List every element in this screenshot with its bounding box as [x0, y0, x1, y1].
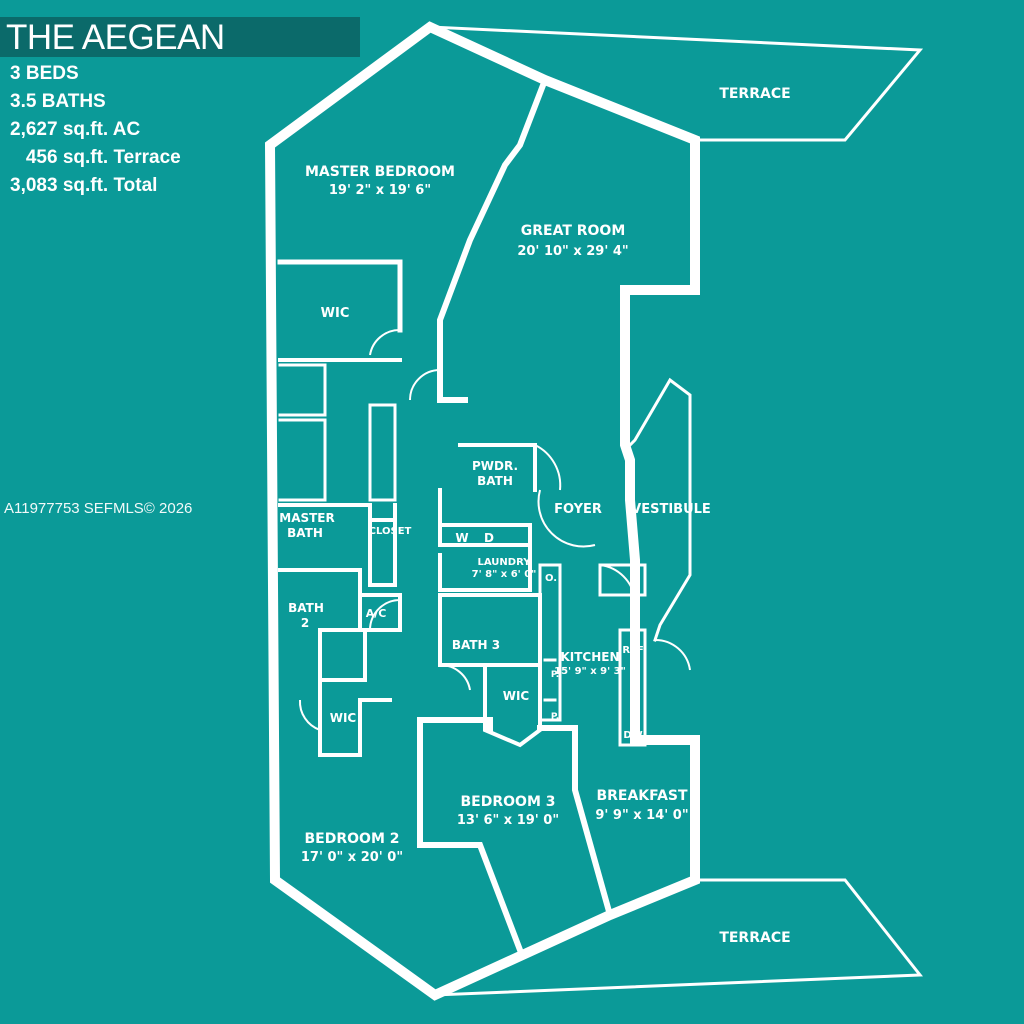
terrace-top-label: TERRACE [719, 86, 790, 102]
page-title: THE AEGEAN [6, 18, 225, 57]
great-room-label: GREAT ROOM [521, 223, 626, 239]
vestibule-label: VESTIBULE [631, 502, 711, 517]
bedroom3-label: BEDROOM 3 [461, 794, 556, 810]
laundry-walls [438, 543, 532, 592]
master-bedroom-label: MASTER BEDROOM [305, 164, 455, 180]
wic-bed3-label: WIC [503, 689, 530, 703]
bedroom3-walls [417, 717, 614, 954]
kitchen-label: KITCHEN [560, 650, 619, 664]
ac-label: A/C [366, 607, 387, 620]
wic-bed2-label: WIC [330, 711, 357, 725]
dw-label: DW [623, 730, 642, 741]
closet-label: CLOSET [369, 526, 412, 537]
master-bed-wall [277, 259, 403, 333]
ac-area: 2,627 sq.ft. AC [10, 119, 141, 140]
closet-walls [278, 503, 397, 587]
pwdr-bath-label-2: BATH [477, 474, 513, 488]
breakfast-dimensions: 9' 9" x 14' 0" [595, 808, 688, 823]
great-room-dimensions: 20' 10" x 29' 4" [517, 244, 628, 259]
foyer-cabinet [598, 563, 647, 597]
laundry-dimensions: 7' 8" x 6' 0" [472, 569, 537, 580]
outer-wall [264, 21, 700, 1001]
bath3-label: BATH 3 [452, 638, 500, 652]
washer-label: W [455, 531, 468, 545]
master-great-divider [437, 76, 549, 403]
ref-label: REF [622, 645, 643, 656]
baths-count: 3.5 BATHS [10, 91, 106, 112]
fridge-range [618, 628, 647, 747]
terrace-bottom-label: TERRACE [719, 930, 790, 946]
bath3-walls [438, 593, 542, 667]
title-bar: THE AEGEAN [0, 17, 360, 57]
terrace-top-outline [428, 25, 924, 142]
pwdr-bath-label-1: PWDR. [472, 459, 518, 473]
master-bath-label-2: BATH [287, 526, 323, 540]
vestibule-walls [627, 377, 692, 642]
master-bath-walls [278, 363, 397, 502]
wic-bed3-walls [483, 663, 542, 748]
bedroom3-dimensions: 13' 6" x 19' 0" [457, 813, 559, 828]
beds-count: 3 BEDS [10, 63, 79, 84]
kitchen-counter [538, 563, 562, 722]
bedroom2-label: BEDROOM 2 [305, 831, 400, 847]
master-bath-label-1: MASTER [279, 511, 335, 525]
bath2-label-1: BATH [288, 601, 324, 615]
foyer-label: FOYER [554, 502, 602, 517]
terrace-area: 456 sq.ft. Terrace [10, 147, 181, 168]
bath2-label-2: 2 [301, 616, 309, 630]
wic-master-label: WIC [321, 306, 350, 321]
total-area: 3,083 sq.ft. Total [10, 175, 158, 196]
bath2-walls [278, 568, 402, 682]
kitchen-dimensions: 15' 9" x 9' 3" [554, 666, 626, 677]
breakfast-label: BREAKFAST [596, 788, 688, 804]
terrace-bottom-outline [433, 878, 923, 997]
master-bedroom-dimensions: 19' 2" x 19' 6" [329, 183, 431, 198]
mls-watermark: A11977753 SEFMLS© 2026 [4, 500, 193, 517]
bedroom2-dimensions: 17' 0" x 20' 0" [301, 850, 403, 865]
pantry-label-2: P. [551, 712, 559, 722]
pantry-label-1: P. [551, 670, 559, 680]
oven-label: O. [545, 573, 557, 584]
unit-stats: 3 BEDS 3.5 BATHS 2,627 sq.ft. AC 456 sq.… [10, 60, 181, 200]
dryer-label: D [484, 531, 494, 545]
laundry-label: LAUNDRY [478, 557, 532, 568]
